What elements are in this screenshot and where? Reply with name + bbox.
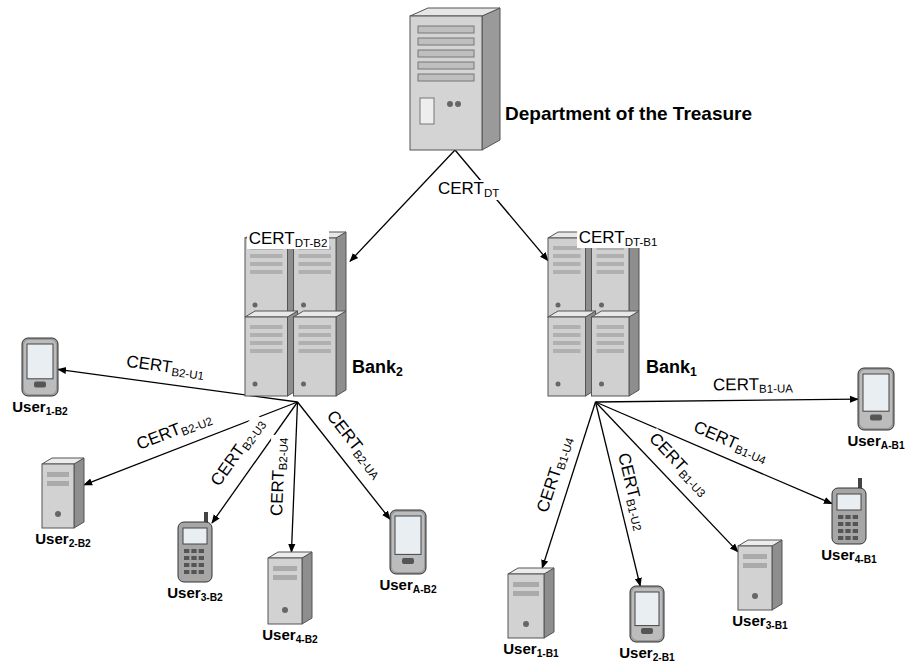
edge-label: CERTDT-B1 [577,229,660,249]
node-label: Bank1 [646,358,697,380]
node-label: User2-B1 [619,645,674,663]
node-label: User3-B1 [732,613,787,631]
device-icon [832,478,866,544]
user-device: User2-B2 [42,458,84,528]
node-label: User3-B2 [167,585,222,603]
certificate-arrow [298,402,391,519]
user-device: User3-B2 [178,512,212,582]
edge-label: CERTB2-U1 [123,353,208,384]
user-device: UserA-B2 [390,510,426,574]
node-label: User1-B2 [12,399,67,417]
edge-label: CERTDT-B2 [247,230,330,250]
node-label: UserA-B1 [847,433,904,451]
user-device: User1-B1 [508,568,554,638]
edge-label: CERTB1-UA [711,375,795,395]
bank-server: Bank1 [548,232,643,402]
edge-label: CERTB1-U2 [613,449,652,534]
device-icon [42,458,84,528]
device-icon [548,232,643,402]
node-label: User4-B2 [262,627,317,645]
certificate-arrow [84,402,298,485]
device-icon [630,586,664,642]
node-label: UserA-B2 [379,577,436,595]
user-device: UserA-B1 [858,368,894,430]
certificate-arrow [291,402,297,552]
device-icon [268,552,312,624]
device-icon [245,232,350,402]
certificate-arrow [455,150,548,261]
edge-label: CERTB2-U4 [268,435,291,518]
certificate-label: CERTDT [436,180,501,200]
node-label: User2-B2 [35,531,90,549]
node-label: User4-B1 [821,547,876,565]
device-icon [508,568,554,638]
edge-label: CERTB1-U4 [534,432,578,517]
certificate-arrow [350,150,455,261]
node-label: User1-B1 [503,641,558,659]
node-label: Department of the Treasure [505,104,752,125]
certificate-arrow [596,402,833,504]
device-icon [390,510,426,574]
user-device: User2-B1 [630,586,664,642]
user-device: User4-B1 [832,478,866,544]
certificate-arrow [596,399,859,402]
device-icon [22,338,58,396]
device-icon [178,512,212,582]
user-device: User1-B2 [22,338,58,396]
device-icon [738,540,782,610]
bank-server: Bank2 [245,232,350,402]
user-device: User4-B2 [268,552,312,624]
user-device: User3-B1 [738,540,782,610]
node-label: Bank2 [352,358,403,380]
treasury-server: Department of the Treasure [410,8,500,150]
device-icon [410,8,500,150]
edge-label: CERTB2-U2 [132,407,216,455]
device-icon [858,368,894,430]
